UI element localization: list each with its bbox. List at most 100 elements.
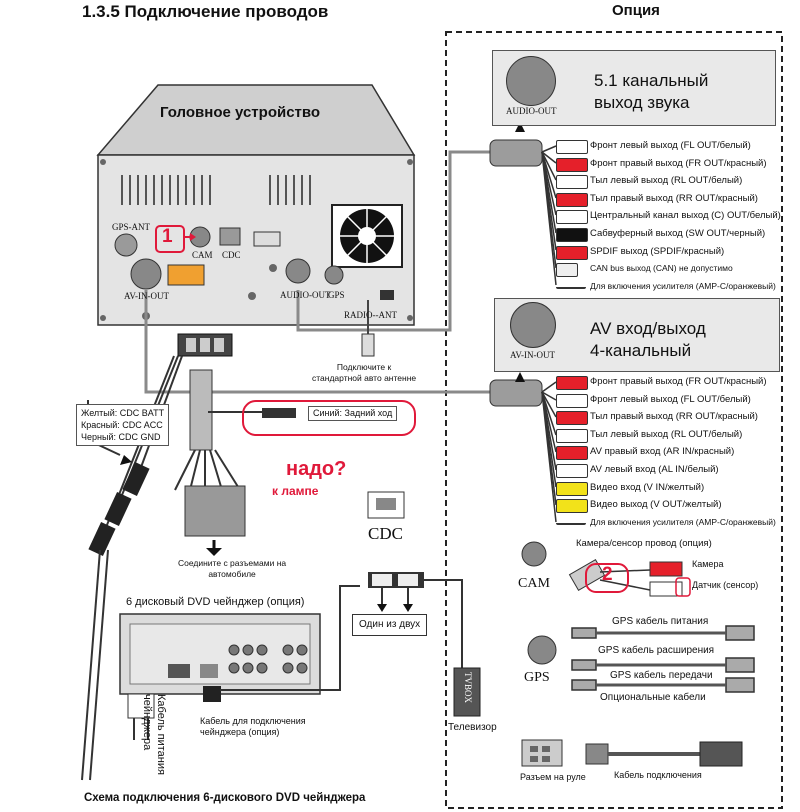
car-connector xyxy=(184,485,246,537)
gps-optional-label: Опциональные кабели xyxy=(600,692,706,703)
av-plug xyxy=(489,379,543,407)
audio-out-plug-2 xyxy=(556,175,588,190)
sensor-label: Датчик (сенсор) xyxy=(692,580,759,590)
power-plugs xyxy=(88,462,150,556)
audio-out-label-7: CAN bus выход (CAN) не допустимо xyxy=(590,263,733,274)
harness-bundle xyxy=(189,369,213,451)
gps-ant-jack xyxy=(114,233,138,257)
av-panel-title: AV вход/выход 4-канальный xyxy=(590,319,706,360)
av-plug-7 xyxy=(556,499,588,514)
av-din-icon xyxy=(510,302,556,348)
cam-panel-cam: CAM xyxy=(518,576,550,591)
audio-out-plug-0 xyxy=(556,140,588,154)
power-yellow-label: Желтый: CDC BATT xyxy=(81,408,165,418)
cdc-port xyxy=(219,227,241,246)
wheel-cable-label: Кабель подключения xyxy=(614,770,702,780)
av-label-3: Тыл левый выход (RL OUT/белый) xyxy=(590,428,743,440)
radio-ant-label: RADIO--ANT xyxy=(344,310,397,320)
aux-port xyxy=(253,231,281,247)
audio-out-plug-4 xyxy=(556,210,588,225)
audio-out-label-4: Центральный канал выход (C) OUT/белый) xyxy=(590,210,781,222)
tvbox-label: TVBOX xyxy=(463,672,473,703)
av-plug-0 xyxy=(556,376,588,390)
gps-power-label: GPS кабель питания xyxy=(612,616,709,627)
audio-out-plug-1 xyxy=(556,157,588,172)
audio-out-panel-title: 5.1 канальный выход звука xyxy=(594,71,709,112)
audio-out-label-3: Тыл правый выход (RR OUT/красный) xyxy=(590,192,758,204)
av-plug-1 xyxy=(556,393,588,408)
audio-out-label: AUDIO-OUT xyxy=(280,290,331,300)
gps-data-label: GPS кабель передачи xyxy=(610,670,713,681)
one-of-two-label: Один из двух xyxy=(352,614,428,636)
reverse-highlight xyxy=(242,400,416,436)
option-title: Опция xyxy=(612,2,660,19)
radio-ant-port xyxy=(380,290,394,300)
av-plug-2 xyxy=(556,411,588,426)
dvd-title: 6 дисковый DVD чейнджер (опция) xyxy=(126,596,305,608)
changer-power-plug xyxy=(127,693,155,719)
marker-1: 1 xyxy=(162,226,173,247)
power-red-label: Красный: CDC ACC xyxy=(81,420,163,430)
cdc-label: CDC xyxy=(368,524,403,543)
audio-out-label-8: Для включения усилителя (AMP-C/оранжевый… xyxy=(590,280,776,291)
av-panel-port: AV-IN-OUT xyxy=(510,350,555,360)
section-title: 1.3.5 Подключение проводов xyxy=(82,2,329,21)
audio-out-plug xyxy=(489,139,543,167)
gps-port-label: GPS xyxy=(328,290,345,300)
av-label-5: AV левый вход (AL IN/белый) xyxy=(590,464,719,475)
gps-port xyxy=(324,265,344,285)
wheel-connector-label: Разъем на руле xyxy=(520,772,586,782)
audio-out-label-0: Фронт левый выход (FL OUT/белый) xyxy=(590,140,751,151)
cam-panel-title: Камера/сенсор провод (опция) xyxy=(576,538,712,549)
av-label-6: Видео вход (V IN/желтый) xyxy=(590,481,705,493)
blue-wire-plug xyxy=(262,408,296,418)
audio-out-din-icon xyxy=(506,56,556,106)
antenna-note: Подключите к стандартной авто антенне xyxy=(312,362,417,383)
av-label-4: AV правый вход (AR IN/красный) xyxy=(590,446,735,458)
audio-out-plug-3 xyxy=(556,192,588,207)
gps-panel-label: GPS xyxy=(524,670,550,685)
audio-out-label-5: Сабвуферный выход (SW OUT/черный) xyxy=(590,228,766,239)
audio-out-panel-port: AUDIO-OUT xyxy=(506,106,557,116)
changer-cable-label: Кабель для подключения чейнджера (опция) xyxy=(200,716,306,737)
cdc-port-label: CDC xyxy=(222,250,241,260)
audio-out-label-2: Тыл левый выход (RL OUT/белый) xyxy=(590,175,743,187)
need-annotation: надо? xyxy=(286,458,347,480)
cam-label: CAM xyxy=(192,250,213,260)
tvbox xyxy=(453,667,481,717)
to-lamp-annotation: к лампе xyxy=(272,484,319,498)
av-plug-5 xyxy=(556,464,588,478)
cam-panel-port xyxy=(521,541,547,567)
audio-out-label-1: Фронт правый выход (FR OUT/красный) xyxy=(590,157,767,169)
audio-out-plug-6 xyxy=(556,245,588,260)
gps-ant-label: GPS-ANT xyxy=(112,222,151,232)
changer-cable-plug xyxy=(203,686,221,702)
av-plug-3 xyxy=(556,428,588,443)
av-cable xyxy=(144,290,500,394)
marker-1-box xyxy=(155,225,185,253)
av-in-out-label: AV-IN-OUT xyxy=(124,291,169,301)
audio-out-plug-8 xyxy=(556,281,586,289)
av-label-8: Для включения усилителя (AMP-C/оранжевый… xyxy=(590,516,776,527)
av-in-out-port xyxy=(130,258,162,290)
av-label-0: Фронт правый выход (FR OUT/красный) xyxy=(590,376,767,387)
av-plug-4 xyxy=(556,446,588,461)
tv-label: Телевизор xyxy=(448,722,497,733)
power-port xyxy=(167,264,205,286)
marker-2-box xyxy=(585,563,629,593)
camera-label: Камера xyxy=(692,559,724,569)
av-label-1: Фронт левый выход (FL OUT/белый) xyxy=(590,393,751,405)
audio-out-cable xyxy=(296,150,498,332)
gps-panel-port xyxy=(527,635,557,665)
power-cable-label: Кабель питания чейнджера xyxy=(141,694,167,775)
av-plug-8 xyxy=(556,517,586,525)
audio-out-plug-5 xyxy=(556,228,588,242)
head-unit-title: Головное устройство xyxy=(160,104,321,121)
audio-out-plug-7 xyxy=(556,263,578,278)
vents xyxy=(121,175,311,205)
wheel-connector xyxy=(521,739,563,767)
bottom-caption: Схема подключения 6-дискового DVD чейндж… xyxy=(84,792,366,804)
audio-out-label-6: SPDIF выход (SPDIF/красный) xyxy=(590,245,725,257)
audio-out-port xyxy=(285,258,311,284)
